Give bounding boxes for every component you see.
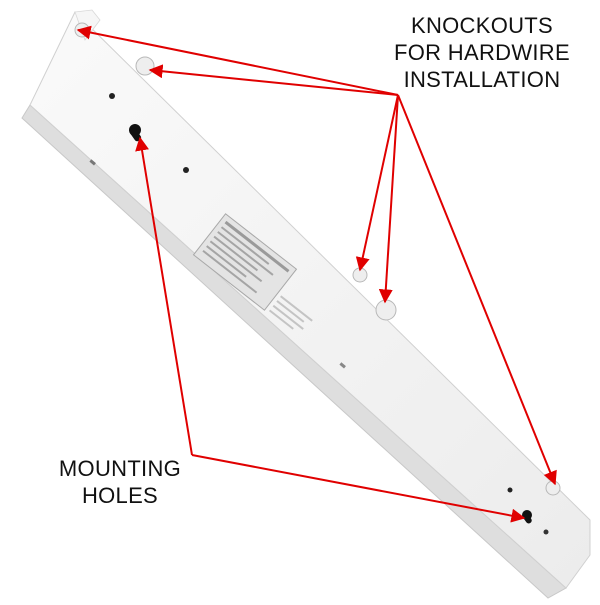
mounting-arrows — [135, 136, 526, 523]
knockout-top-face — [135, 56, 155, 76]
arrow-to-knockout-top-end — [76, 25, 399, 96]
embossed-markings — [268, 295, 313, 330]
arrow-to-mounting-keyhole-top — [135, 136, 193, 456]
knockout-middle-2 — [375, 299, 397, 321]
small-hole — [543, 529, 549, 535]
arrow-to-knockout-middle-2 — [378, 94, 399, 304]
small-hole — [183, 167, 189, 173]
knockouts-label-line-1: KNOCKOUTS — [410, 13, 554, 38]
knockout-arrows — [76, 25, 557, 486]
arrow-to-knockout-middle-1 — [355, 94, 399, 272]
arrow-to-mounting-keyhole-bottom — [191, 454, 526, 523]
knockout-middle-1 — [352, 267, 368, 283]
small-hole — [507, 487, 513, 493]
knockouts-label-line-2: FOR HARDWIRE — [394, 40, 570, 65]
mounting-label-line-1: MOUNTING — [58, 456, 182, 481]
arrow-to-knockout-top-face — [148, 64, 399, 96]
arrow-to-knockout-bottom-end — [397, 94, 557, 486]
knockout-bottom-end — [545, 480, 561, 496]
slot-hole — [339, 362, 346, 369]
fixture-side-edge — [21, 104, 567, 599]
knockouts-callout-label: KNOCKOUTS FOR HARDWIRE INSTALLATION — [372, 12, 592, 93]
mounting-callout-label: MOUNTING HOLES — [40, 455, 200, 509]
slot-hole — [89, 159, 96, 166]
product-label-sticker — [192, 213, 298, 311]
knockouts-label-line-3: INSTALLATION — [403, 67, 561, 92]
small-hole — [109, 93, 115, 99]
fixture-face — [29, 11, 591, 589]
mounting-label-line-2: HOLES — [81, 483, 159, 508]
